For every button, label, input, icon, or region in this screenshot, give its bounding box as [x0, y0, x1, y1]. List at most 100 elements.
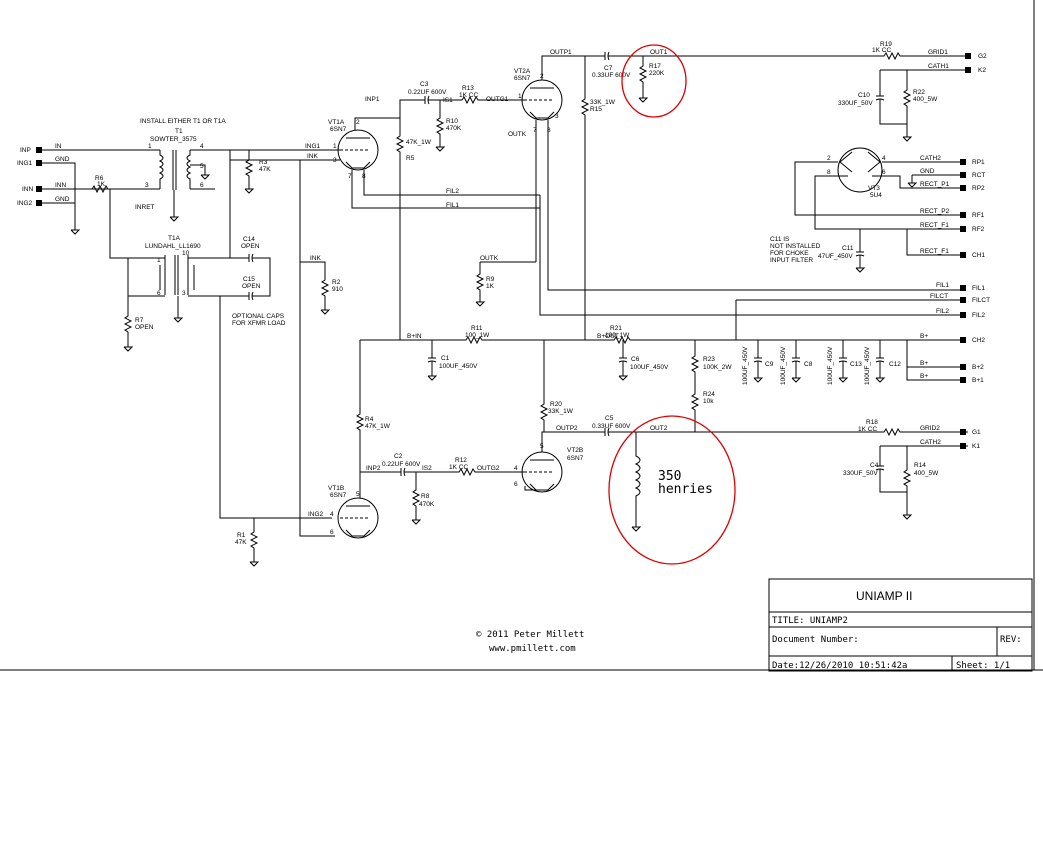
svg-text:RF2: RF2	[972, 226, 985, 233]
svg-text:100UF_450V: 100UF_450V	[742, 346, 749, 385]
svg-text:220K: 220K	[649, 70, 665, 77]
svg-text:10: 10	[182, 250, 190, 257]
svg-text:3: 3	[145, 182, 149, 189]
svg-text:7: 7	[348, 173, 352, 180]
svg-text:B+OUT: B+OUT	[597, 333, 619, 340]
svg-text:K1: K1	[972, 443, 980, 450]
svg-text:6: 6	[157, 290, 161, 297]
svg-text:5U4: 5U4	[870, 192, 882, 199]
svg-text:470K: 470K	[446, 125, 462, 132]
svg-text:5: 5	[356, 491, 360, 498]
filament-wiring: FIL1 FIL2	[735, 282, 960, 340]
svg-text:GND: GND	[55, 196, 70, 203]
svg-text:0.22UF 600V: 0.22UF 600V	[408, 89, 447, 96]
svg-text:910: 910	[332, 286, 343, 293]
svg-text:VT2A: VT2A	[514, 68, 531, 75]
svg-text:OUTP2: OUTP2	[556, 425, 578, 432]
svg-text:INRET: INRET	[135, 204, 155, 211]
svg-text:0.33UF 600V: 0.33UF 600V	[592, 423, 631, 430]
svg-text:R11: R11	[471, 325, 483, 332]
svg-text:100UF_450V: 100UF_450V	[439, 363, 478, 370]
svg-text:ING1: ING1	[305, 143, 321, 150]
svg-text:3: 3	[555, 113, 559, 120]
svg-text:FILCT: FILCT	[972, 297, 990, 304]
svg-text:C3: C3	[420, 81, 429, 88]
svg-text:6SN7: 6SN7	[567, 455, 584, 462]
svg-text:R9: R9	[486, 276, 495, 283]
svg-text:B+2: B+2	[972, 364, 984, 371]
svg-text:C14: C14	[243, 236, 255, 243]
svg-text:VT1B: VT1B	[328, 485, 344, 492]
svg-text:INP1: INP1	[365, 96, 380, 103]
svg-text:R2: R2	[332, 279, 341, 286]
svg-text:8: 8	[827, 169, 831, 176]
svg-text:3: 3	[182, 290, 186, 297]
title-block: UNIAMP II TITLE: UNIAMP2 Document Number…	[768, 578, 1033, 672]
svg-text:400_5W: 400_5W	[914, 470, 939, 477]
svg-text:47K: 47K	[259, 166, 271, 173]
svg-text:1: 1	[333, 143, 337, 150]
svg-text:33K_1W: 33K_1W	[548, 408, 574, 415]
svg-text:4: 4	[514, 465, 518, 472]
svg-text:C8: C8	[804, 361, 813, 368]
svg-text:400_5W: 400_5W	[913, 96, 938, 103]
svg-text:330UF_50V: 330UF_50V	[838, 100, 873, 107]
svg-text:OPEN: OPEN	[135, 324, 154, 331]
svg-text:6SN7: 6SN7	[330, 492, 347, 499]
svg-text:VT1A: VT1A	[328, 119, 345, 126]
svg-text:C11: C11	[842, 245, 854, 252]
rev-field: REV:	[1000, 635, 1022, 645]
svg-text:C2: C2	[394, 453, 403, 460]
svg-text:RCT: RCT	[972, 172, 985, 179]
svg-text:47K: 47K	[235, 539, 247, 546]
input-ports: INP ING1 INN ING2	[17, 147, 42, 207]
svg-text:470K: 470K	[419, 501, 435, 508]
svg-text:INPUT FILTER: INPUT FILTER	[770, 257, 813, 264]
svg-text:100UF_450V: 100UF_450V	[630, 364, 669, 371]
svg-text:R15: R15	[590, 106, 602, 113]
svg-text:T1A: T1A	[168, 235, 181, 242]
svg-text:RF1: RF1	[972, 212, 985, 219]
output-ports: G2 K2 RP1 RCT RP2 RF1 RF2 CH1 FIL1 FILCT…	[930, 53, 990, 450]
port-label: ING1	[17, 160, 33, 167]
svg-text:B+IN: B+IN	[407, 333, 422, 340]
input-wiring: IN GND INN GND R6 1K	[39, 143, 160, 235]
svg-text:R10: R10	[446, 118, 458, 125]
svg-text:5: 5	[200, 163, 204, 170]
port-label: INN	[22, 186, 34, 193]
svg-text:FIL1: FIL1	[972, 285, 985, 292]
svg-text:R5: R5	[406, 155, 415, 162]
svg-text:INP2: INP2	[366, 465, 381, 472]
svg-text:CH1: CH1	[972, 252, 985, 259]
svg-text:R17: R17	[649, 63, 661, 70]
svg-text:OUTK: OUTK	[508, 131, 527, 138]
svg-text:100UF_450V: 100UF_450V	[864, 346, 871, 385]
svg-text:NOT INSTALLED: NOT INSTALLED	[770, 243, 821, 250]
svg-text:1K: 1K	[486, 283, 495, 290]
svg-text:C5: C5	[605, 415, 614, 422]
svg-text:R6: R6	[95, 175, 104, 182]
svg-text:INK: INK	[307, 153, 319, 160]
svg-text:K2: K2	[978, 67, 986, 74]
svg-text:CATH2: CATH2	[920, 155, 941, 162]
svg-text:R7: R7	[135, 317, 144, 324]
svg-text:6SN7: 6SN7	[330, 126, 347, 133]
svg-text:33K_1W: 33K_1W	[590, 99, 616, 106]
svg-text:100UF_450V: 100UF_450V	[827, 346, 834, 385]
svg-text:100K_2W: 100K_2W	[703, 364, 732, 371]
choke-annotation: 350 henries	[608, 415, 736, 565]
svg-text:R21: R21	[610, 325, 622, 332]
svg-text:CATH2: CATH2	[920, 439, 941, 446]
credit: © 2011 Peter Millett www.pmillett.com	[476, 630, 584, 654]
svg-text:FOR XFMR LOAD: FOR XFMR LOAD	[232, 320, 286, 327]
svg-text:RECT_P1: RECT_P1	[920, 181, 950, 188]
svg-text:FIL1: FIL1	[446, 202, 459, 209]
